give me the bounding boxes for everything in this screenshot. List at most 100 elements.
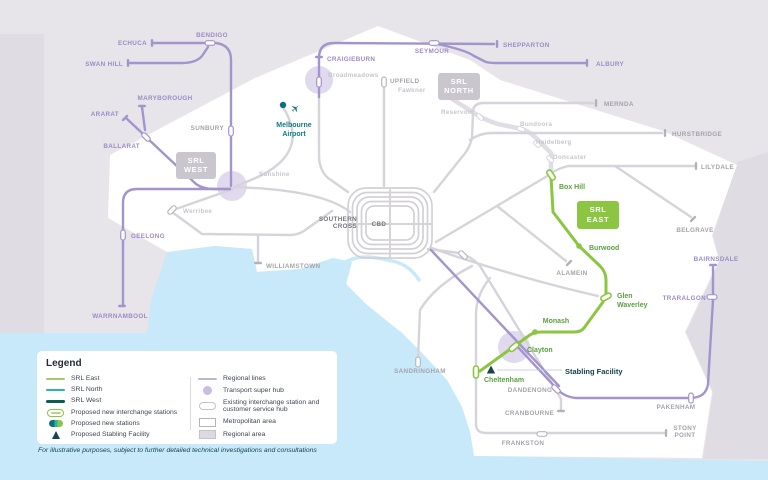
marker-doncaster	[546, 155, 554, 163]
marker-heidelberg	[533, 140, 541, 148]
label-glen-waverley: Glen	[617, 293, 633, 300]
label-hurstbridge: HURSTBRIDGE	[672, 131, 722, 138]
marker-sunbury	[228, 125, 234, 137]
map-labels: ECHUCA BENDIGO SWAN HILL MARYBOROUGH ARA…	[85, 32, 738, 447]
label-box-hill: Box Hill	[559, 184, 585, 191]
legend-item-label: Regional area	[223, 430, 266, 438]
label-geelong: GEELONG	[131, 233, 165, 240]
legend-item-label: SRL West	[71, 397, 102, 405]
label-seymour: SEYMOUR	[415, 48, 449, 55]
label-mernda: MERNDA	[604, 101, 634, 108]
srl-east-swatch	[46, 377, 65, 381]
marker-mernda	[594, 99, 598, 107]
label-sunbury: SUNBURY	[191, 125, 225, 132]
legend-item-label: Regional lines	[223, 375, 266, 382]
gippsland-inner-line	[429, 248, 561, 388]
srl-west-swatch	[46, 400, 65, 403]
marker-dandenong	[551, 384, 561, 394]
marker-box-hill	[545, 169, 557, 181]
marker-bendigo	[204, 40, 216, 46]
legend-item: Transport super hub	[198, 386, 335, 396]
label-maryborough: MARYBOROUGH	[137, 95, 192, 102]
marker-shepparton	[495, 40, 499, 48]
label-upfield: UPFIELD	[390, 78, 419, 85]
marker-broadmeadows	[316, 76, 322, 88]
legend-title: Legend	[46, 358, 82, 369]
stabling-facility-swatch	[46, 431, 65, 440]
label-frankston: FRANKSTON	[502, 440, 545, 447]
legend-right-column: Regional lines Transport super hub Exist…	[198, 375, 335, 442]
legend-item-label: SRL North	[71, 386, 103, 394]
dandenong-metro-line	[426, 247, 558, 392]
srl-west-box	[176, 152, 216, 179]
label-sunshine: Sunshine	[259, 171, 290, 178]
marker-bairnsdale	[709, 263, 717, 267]
legend-item: SRL West	[46, 397, 177, 405]
marker-burwood	[576, 243, 582, 249]
srl-east-box-label: SRL	[590, 205, 607, 214]
label-pakenham: PAKENHAM	[657, 404, 696, 411]
albury-line	[435, 42, 588, 65]
marker-geelong	[120, 229, 126, 241]
label-belgrave: BELGRAVE	[676, 227, 713, 234]
legend-left-column: SRL East SRL North SRL West Proposed new…	[46, 375, 177, 443]
srl-east-line-south	[478, 300, 605, 373]
regional-area-swatch	[198, 430, 217, 439]
marker-seymour	[428, 40, 440, 46]
label-burwood: Burwood	[589, 245, 619, 252]
marker-cranbourne	[557, 409, 565, 413]
marker-alamein	[565, 259, 573, 267]
geelong-warrnambool-line	[121, 187, 232, 307]
sunshine-city-line	[232, 185, 352, 214]
legend-divider	[190, 377, 191, 430]
label-echuca: ECHUCA	[118, 40, 147, 47]
srl-west-box-label: WEST	[184, 165, 208, 174]
transport-hub-swatch	[198, 386, 217, 396]
legend-item-label: Proposed Stabling Facility	[71, 431, 150, 439]
craigieburn-metro-line	[317, 93, 350, 194]
label-swan-hill: SWAN HILL	[85, 61, 123, 68]
glen-waverley-line	[430, 246, 600, 298]
hurstbridge-line	[468, 131, 664, 142]
legend-item: Proposed new interchange stations	[46, 408, 177, 417]
maryborough-line	[140, 105, 147, 132]
label-melbourne-airport: Melbourne	[276, 122, 311, 129]
srl-west-box-label: SRL	[188, 156, 205, 165]
werribee-line	[170, 187, 334, 237]
airport-line	[234, 105, 294, 188]
marker-ballarat	[141, 132, 151, 142]
city-loop	[347, 187, 433, 259]
marker-stony-point	[664, 429, 668, 437]
existing-interchange-swatch	[198, 402, 217, 411]
legend-item-label: Metropolitan area	[223, 418, 276, 426]
label-craigieburn: CRAIGIEBURN	[327, 56, 375, 63]
label-southern-cross: CROSS	[333, 223, 357, 230]
sandringham-line	[416, 264, 474, 360]
label-glen-waverley: Waverley	[617, 302, 648, 309]
legend-item: Existing interchange station and custome…	[198, 399, 335, 415]
label-warrnambool: WARRNAMBOOL	[92, 313, 148, 320]
marker-maryborough	[138, 104, 146, 108]
legend-item: Regional area	[198, 430, 335, 439]
legend-item-label: Existing interchange station and custome…	[223, 398, 320, 414]
marker-swan-hill	[126, 59, 130, 67]
label-stony-point: POINT	[675, 432, 696, 439]
marker-williamstown	[254, 261, 262, 265]
marker-albury	[585, 59, 589, 67]
legend-item: SRL East	[46, 375, 177, 383]
label-dandenong: DANDENONG	[508, 387, 552, 394]
marker-warrnambool	[118, 304, 126, 308]
marker-bundoora	[516, 125, 526, 133]
airport-dot	[279, 101, 287, 109]
frankston-line	[474, 276, 666, 435]
label-werribee: Werribee	[183, 208, 212, 215]
belgrave-line	[613, 164, 693, 219]
interchange-station-swatch	[46, 408, 65, 417]
legend-item: Proposed Stabling Facility	[46, 431, 177, 440]
stabling-facility-icon	[486, 365, 496, 374]
marker-pakenham	[688, 392, 694, 404]
label-shepparton: SHEPPARTON	[503, 42, 550, 49]
label-clayton: Clayton	[527, 347, 553, 354]
marker-belgrave	[689, 215, 697, 223]
